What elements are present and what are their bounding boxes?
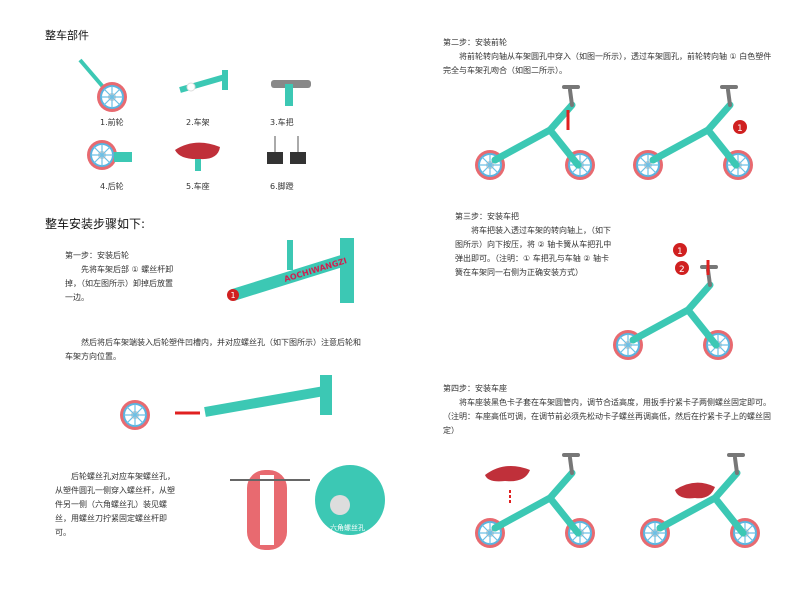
- step1-body3: 后轮螺丝孔对应车架螺丝孔，从塑件圆孔一侧穿入螺丝杆，从塑件另一侧（六角螺丝孔）装…: [55, 472, 175, 537]
- part-label: 3.车把: [270, 118, 294, 127]
- step4-body: 将车座装黑色卡子套在车架圆管内，调节合适高度，用扳手拧紧卡子两侧螺丝固定即可。（…: [443, 398, 771, 435]
- screw-detail-image: [230, 465, 385, 550]
- svg-text:1: 1: [677, 247, 683, 257]
- step4-title: 第四步：安装车座: [443, 384, 507, 393]
- svg-text:1: 1: [231, 291, 236, 300]
- step1-body: 先将车架后部 ① 螺丝杆卸掉，（如左图所示）卸掉后放置一边。: [65, 265, 174, 302]
- step4-image-2: [640, 445, 780, 555]
- step3-title: 第三步：安装车把: [455, 212, 519, 221]
- step1-body2: 然后将后车架端装入后轮塑件凹槽内，并对应螺丝孔（如下图所示）注意后轮和车架方向位…: [65, 338, 361, 361]
- step3-body: 将车把装入透过车架的转向轴上，（如下图所示）向下按压，将 ② 轴卡簧从车把孔中弹…: [455, 226, 612, 277]
- rear-assembly-image: [119, 375, 332, 431]
- part-label: 1.前轮: [100, 118, 124, 127]
- part-label: 5.车座: [186, 182, 210, 191]
- svg-text:2: 2: [679, 265, 685, 275]
- handlebar-image: [271, 80, 311, 106]
- hex-hole-label: 六角螺丝孔: [330, 524, 365, 532]
- seat-image: [175, 142, 220, 171]
- step1-title: 第一步：安装后轮: [65, 251, 129, 260]
- front-wheel-image: [78, 58, 128, 113]
- steps-title: 整车安装步骤如下:: [45, 217, 146, 231]
- step2-body: 将前轮转向轴从车架圆孔中穿入（如图一所示），透过车架圆孔，前轮转向轴 ① 白色塑…: [443, 52, 772, 75]
- step3-image: 12: [610, 243, 750, 370]
- step2-title: 第二步：安装前轮: [443, 38, 507, 47]
- part-label: 6.脚蹬: [270, 182, 294, 191]
- part-label: 4.后轮: [100, 182, 124, 191]
- part-label: 2.车架: [186, 118, 210, 127]
- step2-image-1: [480, 90, 600, 190]
- pedals-image: [267, 136, 306, 164]
- step2-image-2: 1: [640, 95, 770, 195]
- step4-image-1: [470, 445, 610, 555]
- frame-image: [179, 70, 228, 93]
- svg-text:1: 1: [737, 124, 743, 134]
- parts-title: 整车部件: [45, 29, 89, 42]
- rear-wheel-image: [86, 139, 132, 171]
